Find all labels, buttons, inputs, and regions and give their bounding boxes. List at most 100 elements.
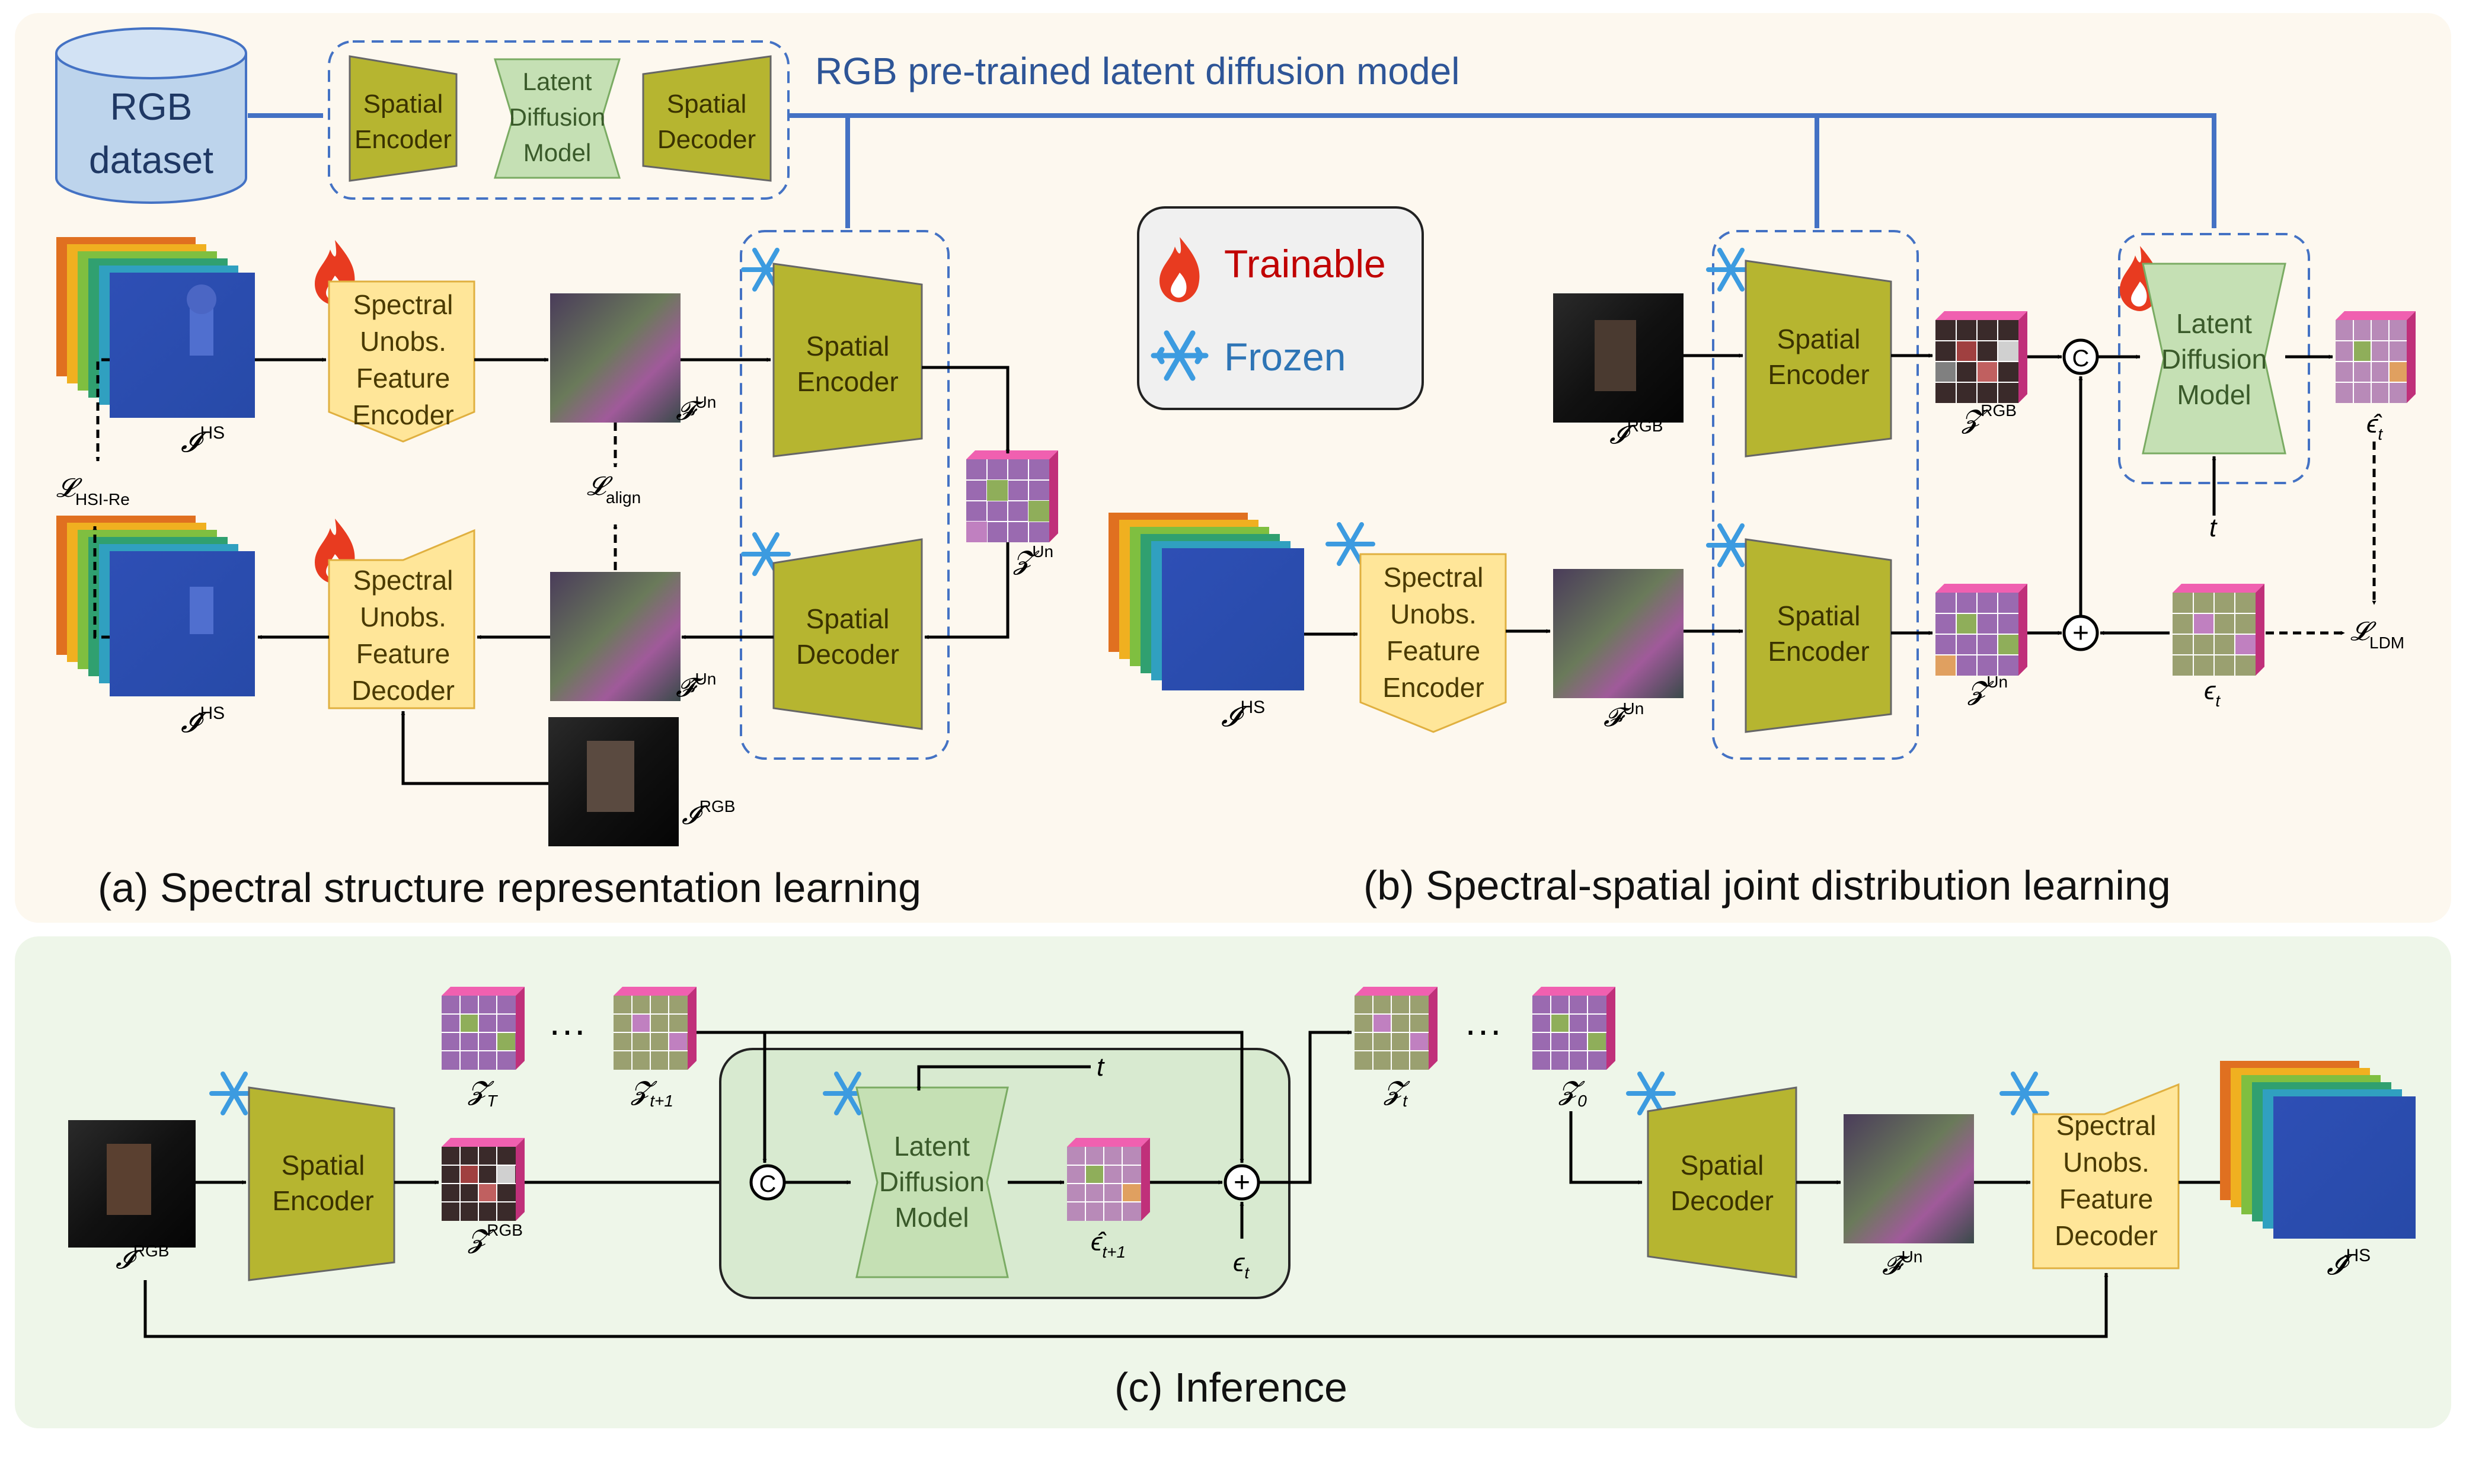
svg-text:Decoder: Decoder: [1670, 1185, 1774, 1216]
svg-text:Spectral: Spectral: [2056, 1110, 2157, 1141]
latent-cube-Z-rgb-c: [442, 1138, 525, 1221]
rgb-dataset-label-1: RGB: [110, 85, 193, 128]
feature-image-F-un: [550, 293, 681, 423]
arrow-encoder-to-Z: [922, 366, 1010, 454]
rgb-dataset: RGB dataset: [55, 27, 247, 204]
svg-text:Model: Model: [2177, 379, 2251, 410]
concat-node-c-label: C: [759, 1171, 777, 1197]
svg-text:Unobs.: Unobs.: [1390, 599, 1477, 629]
latent-cube-Z-t: [1355, 987, 1438, 1070]
arrow-Z0-to-decoder: [1569, 1111, 1643, 1185]
spatial-encoder-b-top: Spatial Encoder: [1745, 260, 1892, 458]
legend-trainable: Trainable: [1224, 242, 1386, 286]
svg-text:Spectral: Spectral: [1384, 562, 1484, 593]
hsi-output-stack: [56, 516, 255, 696]
frozen-spatial-box-b: [1712, 230, 1919, 760]
svg-text:Latent: Latent: [894, 1131, 970, 1162]
frozen-spatial-box-a: [740, 230, 950, 760]
rgb-image-b-figure: [1595, 320, 1636, 391]
svg-text:Latent: Latent: [523, 68, 592, 95]
svg-text:Encoder: Encoder: [797, 366, 898, 397]
snowflake-icon: [1626, 1072, 1676, 1115]
label-Z-rgb-b: 𝓩RGB: [1962, 401, 2017, 434]
label-F-hat-un: 𝓕̂Un: [676, 670, 716, 702]
spatial-encoder-a: Spatial Encoder: [772, 263, 923, 458]
svg-text:Spatial: Spatial: [282, 1150, 365, 1181]
arrow-rgb-to-spec-decoder: [401, 711, 548, 785]
label-F-hat-un-c: 𝓕̂Un: [1882, 1248, 1922, 1280]
feature-image-F-hat-un-c: [1844, 1114, 1974, 1243]
latent-cube-Z-t1: [614, 987, 697, 1070]
latent-cube-Z-un-b: [1935, 584, 2027, 676]
pretrained-spatial-encoder: Spatial Encoder: [349, 55, 458, 182]
hsi-output-stack-c: [2220, 1061, 2416, 1239]
svg-text:Decoder: Decoder: [352, 675, 455, 706]
noise-cube-eps-t-b: [2173, 584, 2264, 676]
dots-2: ···: [1464, 1009, 1502, 1051]
label-t-c: t: [1097, 1053, 1105, 1082]
svg-text:Spatial: Spatial: [363, 89, 443, 119]
label-Z-T: 𝓩T: [468, 1076, 498, 1110]
svg-text:Encoder: Encoder: [272, 1185, 373, 1216]
label-t-b: t: [2209, 513, 2218, 542]
svg-text:Diffusion: Diffusion: [879, 1166, 985, 1197]
caption-a: (a) Spectral structure representation le…: [98, 865, 921, 911]
snowflake-icon: [1325, 522, 1375, 566]
spatial-encoder-c: Spatial Encoder: [248, 1086, 395, 1281]
svg-text:Encoder: Encoder: [354, 125, 452, 154]
latent-cube-Z-un-a: [966, 450, 1058, 542]
svg-text:Model: Model: [523, 139, 591, 167]
pretrained-ldm-group: [328, 40, 790, 200]
pretrained-weight-arrows: [788, 113, 2216, 229]
caption-c: (c) Inference: [1114, 1364, 1347, 1411]
svg-text:Decoder: Decoder: [796, 639, 899, 670]
plus-node-c-label: +: [1234, 1167, 1250, 1198]
svg-text:Feature: Feature: [1387, 635, 1481, 666]
spatial-decoder-a: Spatial Decoder: [772, 538, 923, 730]
arrow-Z-to-decoder: [924, 542, 1010, 639]
svg-text:Model: Model: [895, 1202, 969, 1233]
legend-frozen: Frozen: [1224, 335, 1346, 379]
svg-text:Diffusion: Diffusion: [2161, 344, 2267, 375]
snowflake-icon: [1999, 1072, 2049, 1115]
arrow-t-to-ldm-c: [916, 1065, 1091, 1091]
svg-text:Decoder: Decoder: [657, 125, 756, 154]
label-I-hat-HS-c: 𝓘̂HS: [2327, 1246, 2371, 1281]
concat-node-b-label: C: [2072, 346, 2090, 372]
pretrained-latent-diffusion: Latent Diffusion Model: [493, 58, 621, 179]
latent-cube-Z-T: [442, 987, 525, 1070]
svg-text:Encoder: Encoder: [1768, 359, 1869, 390]
svg-text:Feature: Feature: [356, 638, 451, 669]
latent-diffusion-c: Latent Diffusion Model: [855, 1086, 1009, 1278]
svg-text:Spatial: Spatial: [806, 603, 890, 634]
spectral-feature-encoder-b: Spectral Unobs. Feature Encoder: [1359, 553, 1507, 733]
snowflake-icon: [1151, 330, 1209, 381]
arrow-rgb-skip-to-spec-decoder: [143, 1272, 2109, 1338]
svg-text:Spatial: Spatial: [806, 331, 890, 362]
svg-text:Spatial: Spatial: [1777, 324, 1861, 354]
svg-text:Latent: Latent: [2176, 308, 2252, 339]
legend: Trainable Frozen: [1137, 206, 1424, 410]
arrow-plus-to-Zt: [1258, 1030, 1352, 1184]
label-F-un-b: 𝓕Un: [1603, 699, 1644, 732]
svg-text:Feature: Feature: [356, 363, 451, 394]
svg-text:Spectral: Spectral: [353, 289, 453, 320]
caption-b: (b) Spectral-spatial joint distribution …: [1363, 862, 2171, 909]
arrow-hshat-to-loss: [92, 526, 110, 639]
dots-1: ···: [548, 1009, 586, 1051]
svg-text:Diffusion: Diffusion: [509, 103, 606, 131]
svg-text:Spectral: Spectral: [353, 565, 453, 596]
noise-cube-eps-hat-t1: [1067, 1138, 1150, 1221]
arrow-hs-to-loss: [95, 358, 110, 462]
hsi-input-stack: [56, 237, 255, 418]
plus-node-b-label: +: [2072, 618, 2089, 649]
svg-text:Spatial: Spatial: [667, 89, 747, 119]
pretrained-ldm-label: RGB pre-trained latent diffusion model: [815, 50, 1459, 92]
feature-image-F-hat-un: [550, 572, 681, 701]
spatial-decoder-c: Spatial Decoder: [1647, 1086, 1797, 1278]
label-eps-t-b: ϵt: [2204, 676, 2221, 710]
spectral-feature-decoder-c: Spectral Unobs. Feature Decoder: [2032, 1083, 2180, 1269]
spatial-encoder-b-bottom: Spatial Encoder: [1745, 538, 1892, 733]
svg-text:Encoder: Encoder: [352, 399, 453, 430]
